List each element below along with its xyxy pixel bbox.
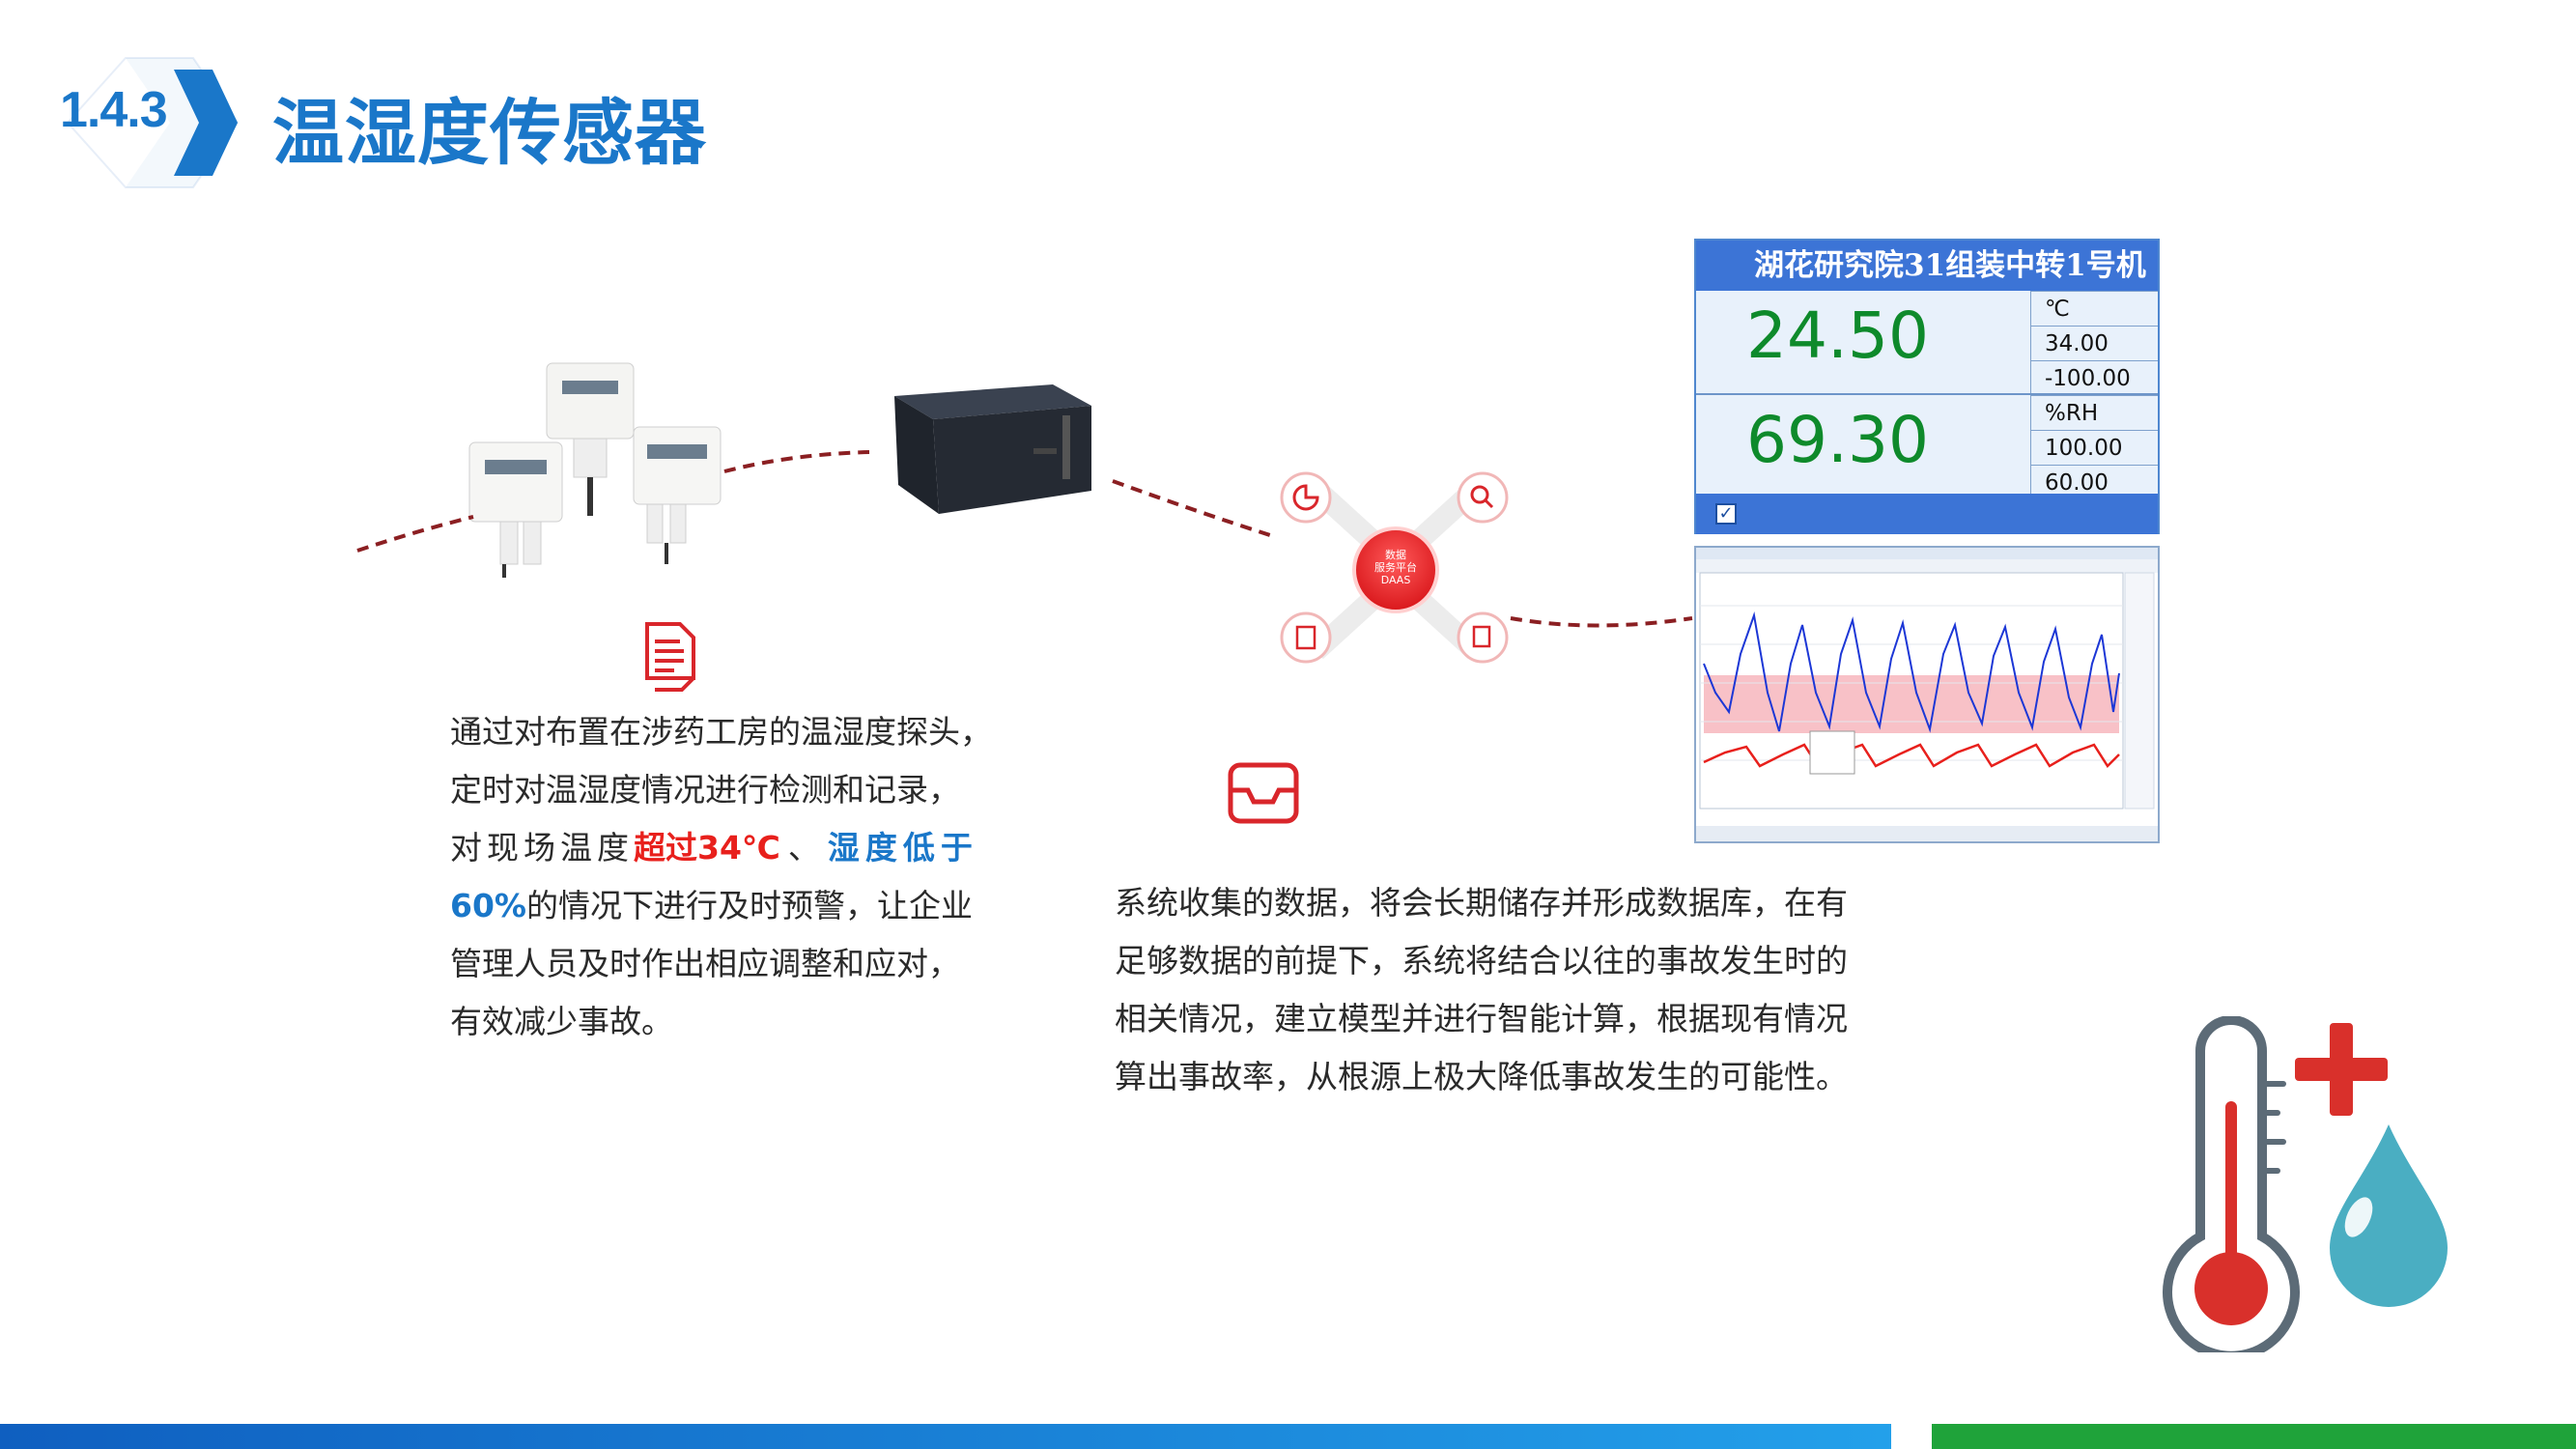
row-divider: [1696, 393, 2158, 395]
section-badge: [66, 57, 240, 188]
left-line-3-sep: 、: [787, 829, 820, 867]
left-line-2: 定时对温湿度情况进行检测和记录，: [450, 771, 960, 809]
left-line-4: 60%的情况下进行及时预警，让企业: [450, 877, 1010, 935]
left-line-3: 对现场温度超过34℃、湿度低于: [450, 819, 1010, 877]
left-line-3-prefix: 对现场温度: [450, 829, 634, 867]
humidity-threshold-value: 60%: [450, 887, 526, 924]
monitor-panel: 湖花研究院31组装中转1号机 24.50 ℃ 34.00 -100.00 69.…: [1694, 239, 2160, 534]
sensors-image: [468, 362, 722, 578]
right-line-4: 算出事故率，从根源上极大降低事故发生的可能性。: [1115, 1058, 1848, 1095]
water-drop-icon: [2330, 1124, 2448, 1307]
humid-low-limit: 60.00: [2030, 465, 2158, 499]
left-line-6: 有效减少事故。: [450, 1003, 673, 1040]
checkbox-icon[interactable]: ✓: [1715, 503, 1737, 525]
monitor-title: 湖花研究院31组装中转1号机: [1696, 241, 2158, 291]
database-icon: [1457, 611, 1509, 664]
thermometer-icon: [2163, 1016, 2300, 1352]
document-icon: [645, 622, 695, 692]
temperature-threshold: 超过34℃: [634, 829, 780, 867]
section-number: 1.4.3: [60, 82, 168, 138]
monitor-footer: ✓: [1696, 494, 2158, 534]
humid-high-limit: 100.00: [2030, 430, 2158, 465]
trend-chart-graphic: [1696, 548, 2158, 841]
data-platform-hub: [1280, 471, 1509, 664]
plus-icon: [2295, 1023, 2388, 1116]
list-icon: [1280, 611, 1332, 664]
left-line-5: 管理人员及时作出相应调整和应对，: [450, 945, 960, 982]
temperature-value: 24.50: [1746, 298, 1929, 373]
right-description: 系统收集的数据，将会长期储存并形成数据库，在有 足够数据的前提下，系统将结合以往…: [1115, 874, 1868, 1106]
search-icon: [1457, 471, 1509, 524]
left-line-1: 通过对布置在涉药工房的温湿度探头，: [450, 713, 992, 751]
platform-label-line3: DAAS: [1380, 574, 1411, 586]
right-line-3: 相关情况，建立模型并进行智能计算，根据现有情况: [1115, 1000, 1848, 1037]
footer-bar-green: [1932, 1424, 2576, 1449]
left-description: 通过对布置在涉药工房的温湿度探头， 定时对温湿度情况进行检测和记录， 对现场温度…: [450, 703, 1010, 1051]
trend-chart-window: [1694, 546, 2160, 843]
temp-high-limit: 34.00: [2030, 326, 2158, 360]
platform-label-line2: 服务平台: [1374, 561, 1417, 574]
humidity-threshold-label: 湿度低于: [827, 829, 978, 867]
temp-low-limit: -100.00: [2030, 360, 2158, 395]
platform-label: 数据 服务平台 DAAS: [1352, 549, 1439, 586]
temp-unit: ℃: [2030, 291, 2158, 326]
page-title: 温湿度传感器: [272, 92, 707, 175]
inbox-tray-icon: [1228, 762, 1299, 824]
humid-unit: %RH: [2030, 395, 2158, 430]
left-line-4-rest: 的情况下进行及时预警，让企业: [526, 887, 973, 924]
humidity-value: 69.30: [1746, 403, 1929, 477]
right-line-2: 足够数据的前提下，系统将结合以往的事故发生时的: [1115, 942, 1848, 980]
platform-label-line1: 数据: [1385, 549, 1406, 561]
footer-bar-blue: [0, 1424, 1891, 1449]
right-line-1: 系统收集的数据，将会长期储存并形成数据库，在有: [1115, 884, 1848, 922]
server-image: [894, 384, 1091, 514]
